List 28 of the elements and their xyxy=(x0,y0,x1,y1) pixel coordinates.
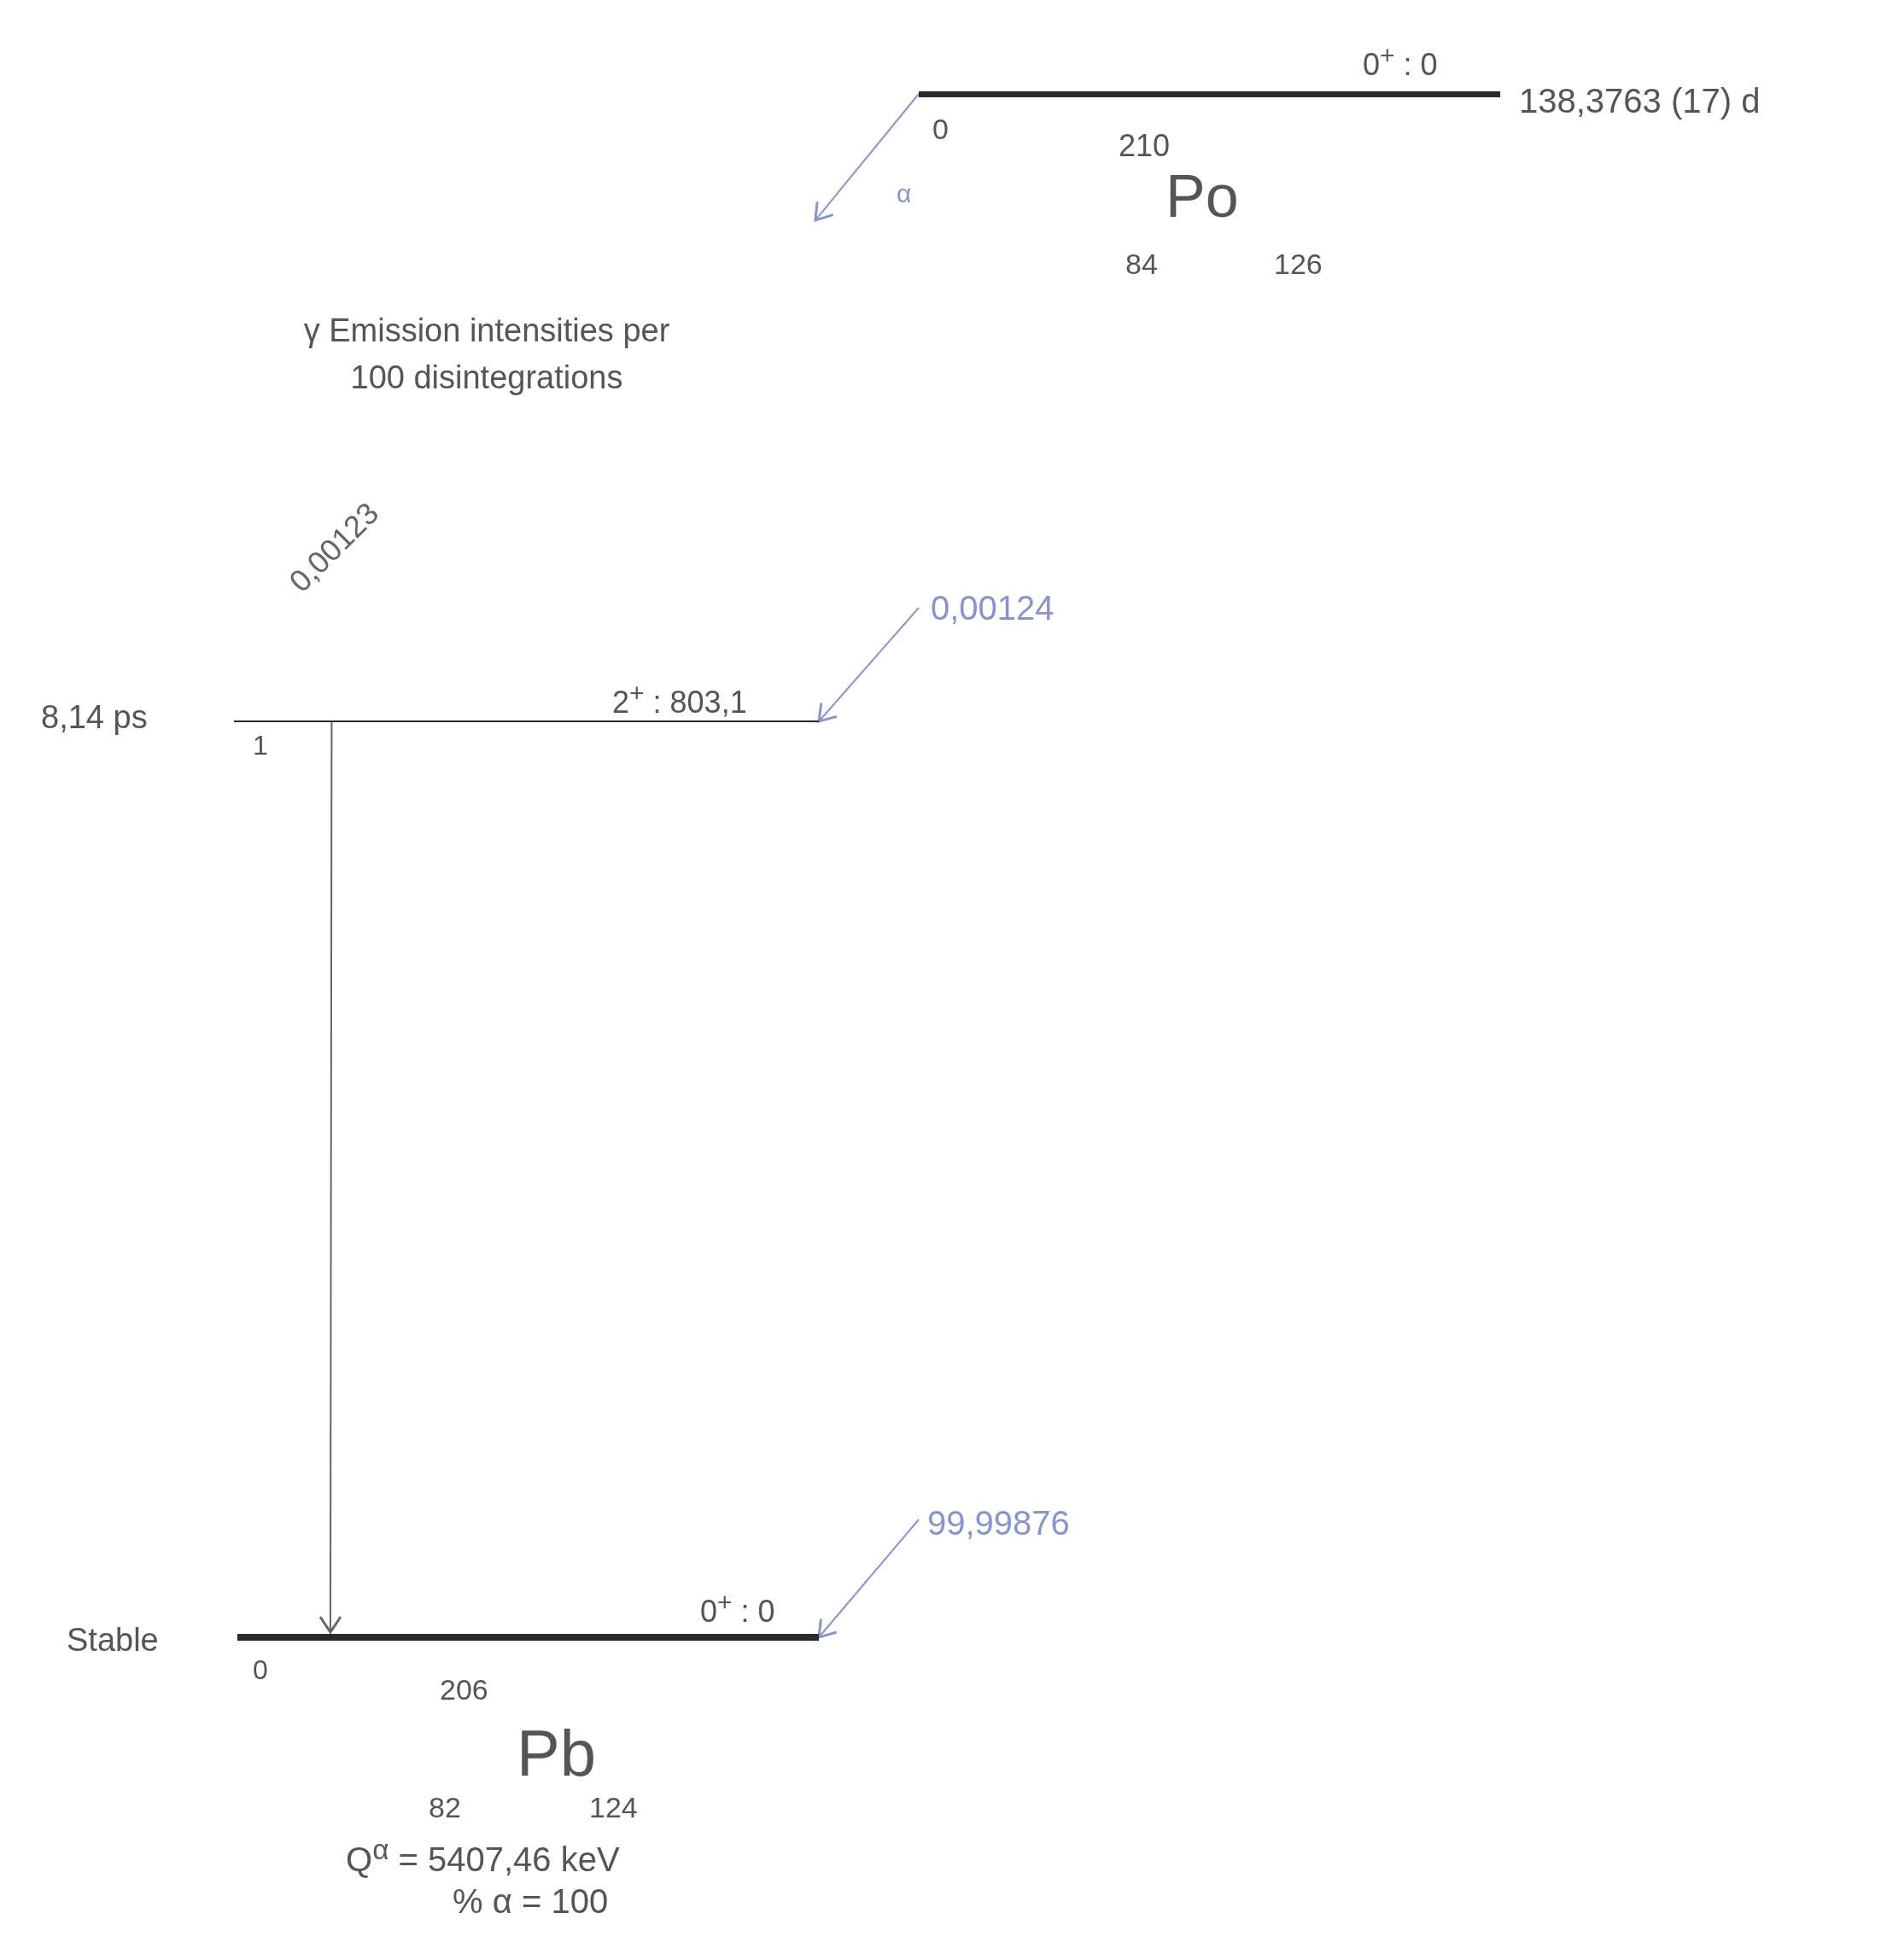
edge-label: α xyxy=(897,179,912,208)
spin-energy-label: 2$^{+}$ : 803,1 xyxy=(612,679,747,720)
half-life-label: 138,3763 (17) d xyxy=(1519,82,1761,120)
gamma-transition-arrow xyxy=(318,721,342,1634)
alpha-transition-arrow xyxy=(814,93,920,222)
q-value-label: Q$^{α}$ = 5407,46 keV xyxy=(346,1834,620,1880)
note-text: γ Emission intensities per 100 disintegrations xyxy=(302,312,671,398)
mass-number: 206 xyxy=(440,1673,488,1706)
atomic-number: 84 xyxy=(1125,248,1158,281)
energy-level-line xyxy=(234,720,819,722)
level-index: 0 xyxy=(253,1654,268,1686)
spin-energy-label: 0$^{+}$ : 0 xyxy=(1363,41,1438,83)
neutron-number: 126 xyxy=(1274,248,1323,281)
level-index: 1 xyxy=(253,730,268,761)
branching-label: % α = 100 xyxy=(453,1882,609,1921)
half-life-label: 8,14 ps xyxy=(41,699,148,736)
neutron-number: 124 xyxy=(589,1791,638,1824)
half-life-label: Stable xyxy=(67,1622,159,1659)
atomic-number: 82 xyxy=(429,1791,461,1824)
element-symbol: Pb xyxy=(517,1716,596,1790)
alpha-transition-arrow xyxy=(817,1519,920,1639)
spin-energy-label: 0$^{+}$ : 0 xyxy=(700,1588,775,1630)
edge-label: 0,00124 xyxy=(931,589,1055,627)
element-symbol: Po xyxy=(1166,162,1239,230)
level-index: 0 xyxy=(932,113,949,146)
edge-label: 99,99876 xyxy=(927,1504,1070,1543)
mass-number: 210 xyxy=(1119,128,1171,164)
alpha-transition-arrow xyxy=(817,607,920,723)
